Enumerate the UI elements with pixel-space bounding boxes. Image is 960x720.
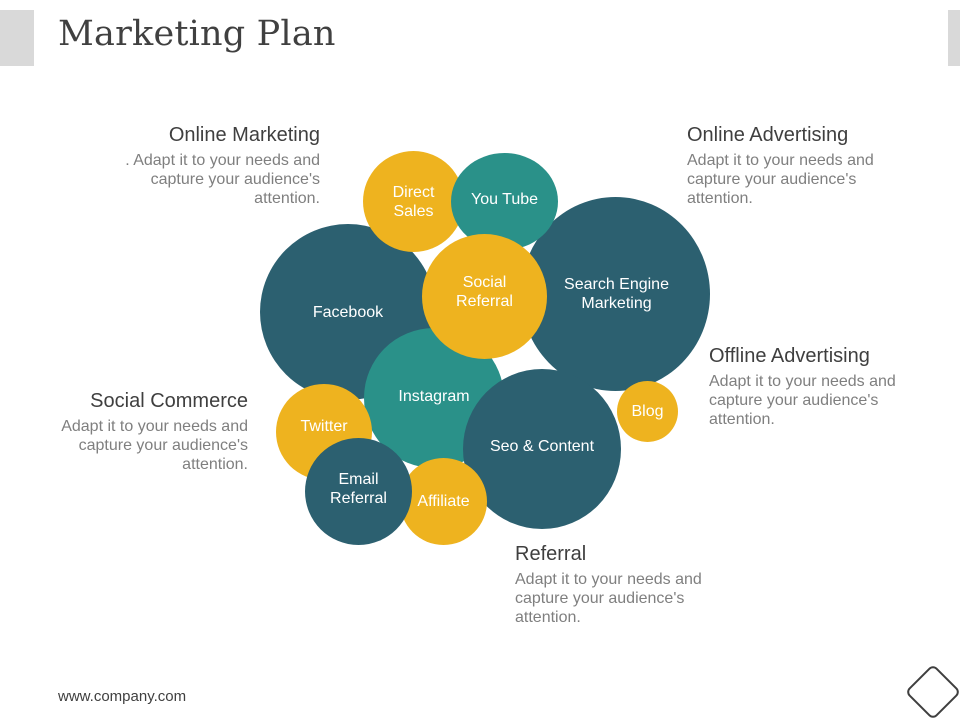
callout-title: Social Commerce (90, 390, 248, 412)
callout-online-advertising: Online Advertising Adapt it to your need… (687, 123, 927, 208)
callout-offline-advertising: Offline Advertising Adapt it to your nee… (709, 344, 949, 429)
diamond-icon (904, 663, 960, 720)
callout-text: Adapt it to your needs and capture your … (709, 373, 896, 428)
bubble-label: Direct Sales (392, 183, 435, 220)
bubble-seo-content: Seo & Content (463, 369, 621, 529)
footer-url: www.company.com (58, 688, 187, 705)
callout-title: Online Marketing (168, 124, 320, 146)
callout-text: . Adapt it to your needs and capture you… (125, 152, 320, 207)
bubble-blog: Blog (617, 381, 678, 442)
bubble-label: Affiliate (417, 493, 470, 510)
bubble-label: You Tube (470, 190, 539, 208)
callout-title: Referral (515, 543, 587, 565)
callout-referral: Referral Adapt it to your needs and capt… (515, 542, 755, 627)
bubble-label: Seo & Content (489, 437, 595, 455)
callout-text: Adapt it to your needs and capture your … (515, 571, 702, 626)
callout-online-marketing: Online Marketing . Adapt it to your need… (100, 123, 320, 208)
callout-social-commerce: Social Commerce Adapt it to your needs a… (28, 389, 248, 474)
callout-text: Adapt it to your needs and capture your … (687, 152, 874, 207)
bubble-social-referral: Social Referral (422, 234, 547, 359)
bubble-label: Search Engine Marketing (564, 276, 669, 312)
bubble-label: Facebook (312, 303, 384, 321)
bubble-direct-sales: Direct Sales (363, 151, 464, 252)
bubble-label: Twitter (300, 417, 348, 435)
bubble-label: Instagram (398, 387, 470, 405)
bubble-search-engine-marketing: Search Engine Marketing (521, 197, 710, 391)
bubble-label: Blog (631, 403, 664, 420)
bubble-affiliate: Affiliate (400, 458, 487, 545)
callout-title: Offline Advertising (709, 345, 870, 367)
bubble-you-tube: You Tube (451, 153, 558, 250)
bubble-label: Social Referral (456, 273, 513, 310)
corner-bar-left (0, 10, 34, 66)
corner-bar-right (948, 10, 960, 66)
bubble-label: Email Referral (330, 470, 387, 507)
callout-text: Adapt it to your needs and capture your … (61, 418, 248, 473)
bubble-facebook: Facebook (260, 224, 436, 400)
bubble-email-referral: Email Referral (305, 438, 412, 545)
page-title: Marketing Plan (58, 14, 336, 54)
callout-title: Online Advertising (687, 124, 849, 146)
